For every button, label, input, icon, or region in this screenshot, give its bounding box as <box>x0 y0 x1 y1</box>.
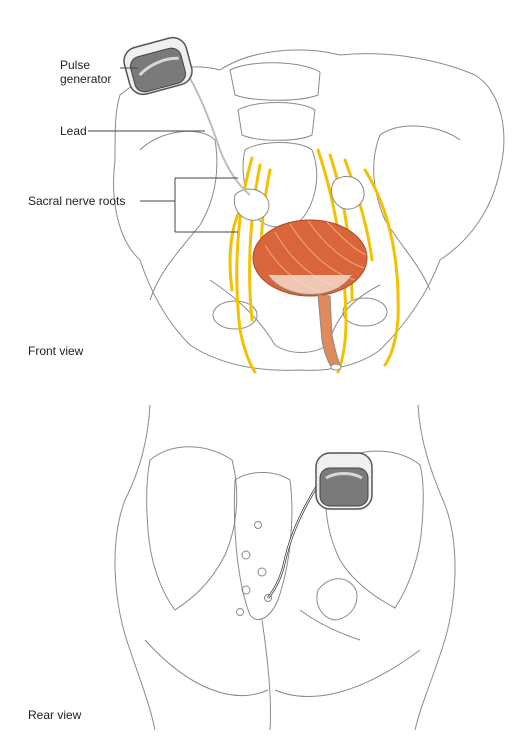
bladder-lower <box>268 275 352 295</box>
rear-pelvis-left <box>147 447 237 610</box>
buttock-right <box>275 650 420 697</box>
lead-label: Lead <box>60 124 87 138</box>
rear-femur-head <box>317 579 357 620</box>
pubic-symphysis <box>275 345 328 353</box>
urethra <box>318 295 340 368</box>
sacral-nerve-roots-label: Sacral nerve roots <box>28 194 125 208</box>
rear-view-label: Rear view <box>28 708 81 722</box>
pulse-generator-label: Pulse generator <box>60 58 140 86</box>
right-ilium <box>374 126 460 290</box>
body-left-outline <box>115 405 155 730</box>
front-view-label: Front view <box>28 344 83 358</box>
front-view-figure <box>114 50 504 370</box>
rear-sacrum <box>234 473 292 620</box>
body-right-outline <box>415 405 455 730</box>
ischium <box>300 610 360 640</box>
right-obturator <box>343 298 387 326</box>
left-ilium <box>140 131 217 300</box>
lead-wire-front <box>188 75 250 195</box>
vertebra-1 <box>230 63 320 101</box>
bladder <box>253 220 367 370</box>
pulse-generator-rear-icon <box>316 453 372 509</box>
vertebra-2 <box>238 103 315 141</box>
lead-wire-rear <box>268 478 322 598</box>
right-ganglion <box>331 176 364 209</box>
buttock-left <box>145 640 268 696</box>
rear-view-figure <box>115 405 455 730</box>
gluteal-cleft <box>262 620 271 730</box>
